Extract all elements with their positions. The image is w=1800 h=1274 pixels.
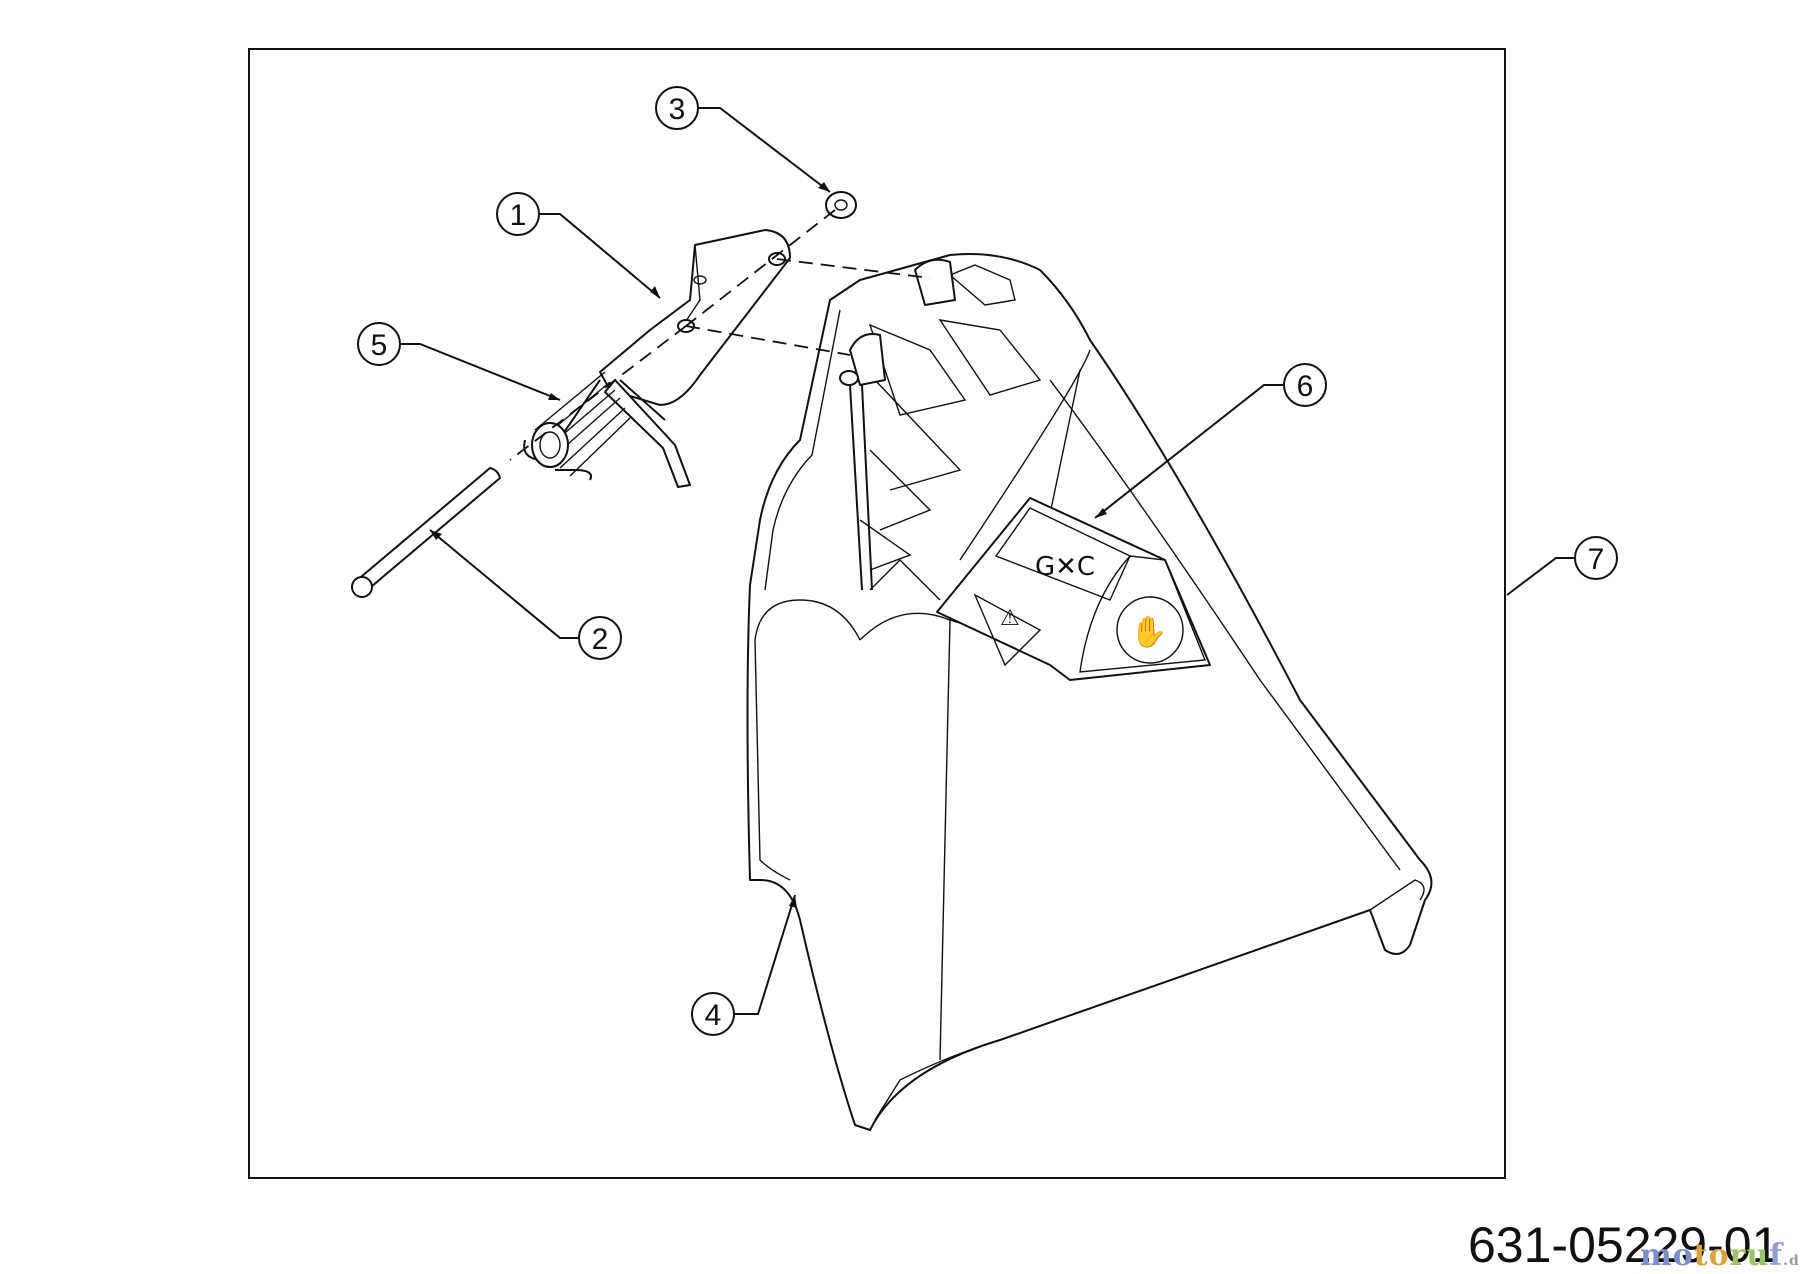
callout-4: 4 xyxy=(691,894,797,1036)
svg-text:⚠: ⚠ xyxy=(1000,606,1020,631)
assembly-line xyxy=(685,325,851,356)
pivot-pin xyxy=(351,467,501,598)
callout-2: 2 xyxy=(429,529,622,660)
deflector-bracket xyxy=(599,229,791,488)
diagram-frame xyxy=(248,48,1506,1179)
svg-text:✋: ✋ xyxy=(1130,614,1167,650)
callout-label-4: 4 xyxy=(705,999,722,1032)
assembly-line xyxy=(509,325,687,461)
watermark-suffix: .de xyxy=(1783,1253,1800,1269)
callout-label-6: 6 xyxy=(1297,370,1314,403)
callout-5: 5 xyxy=(357,322,561,401)
decal-symbol-text: G✕C xyxy=(1035,552,1095,582)
callout-6: 6 xyxy=(1094,363,1327,519)
discharge-chute xyxy=(746,253,1433,1131)
callout-label-1: 1 xyxy=(510,199,527,232)
callout-label-7: 7 xyxy=(1588,543,1605,576)
assembly-line xyxy=(776,258,931,279)
callout-label-5: 5 xyxy=(371,329,388,362)
callout-label-3: 3 xyxy=(669,93,686,126)
warning-decal: G✕C ⚠ ✋ xyxy=(936,497,1211,681)
torsion-spring xyxy=(523,371,666,481)
assembly-line xyxy=(685,209,836,327)
callout-1: 1 xyxy=(496,192,661,299)
callout-3: 3 xyxy=(655,86,831,193)
callout-label-2: 2 xyxy=(592,623,609,656)
watermark-logo: motoruf.de xyxy=(1640,1238,1800,1273)
callout-7: 7 xyxy=(1506,536,1618,596)
drawing-number: 631-05229-01 xyxy=(1468,1217,1780,1273)
